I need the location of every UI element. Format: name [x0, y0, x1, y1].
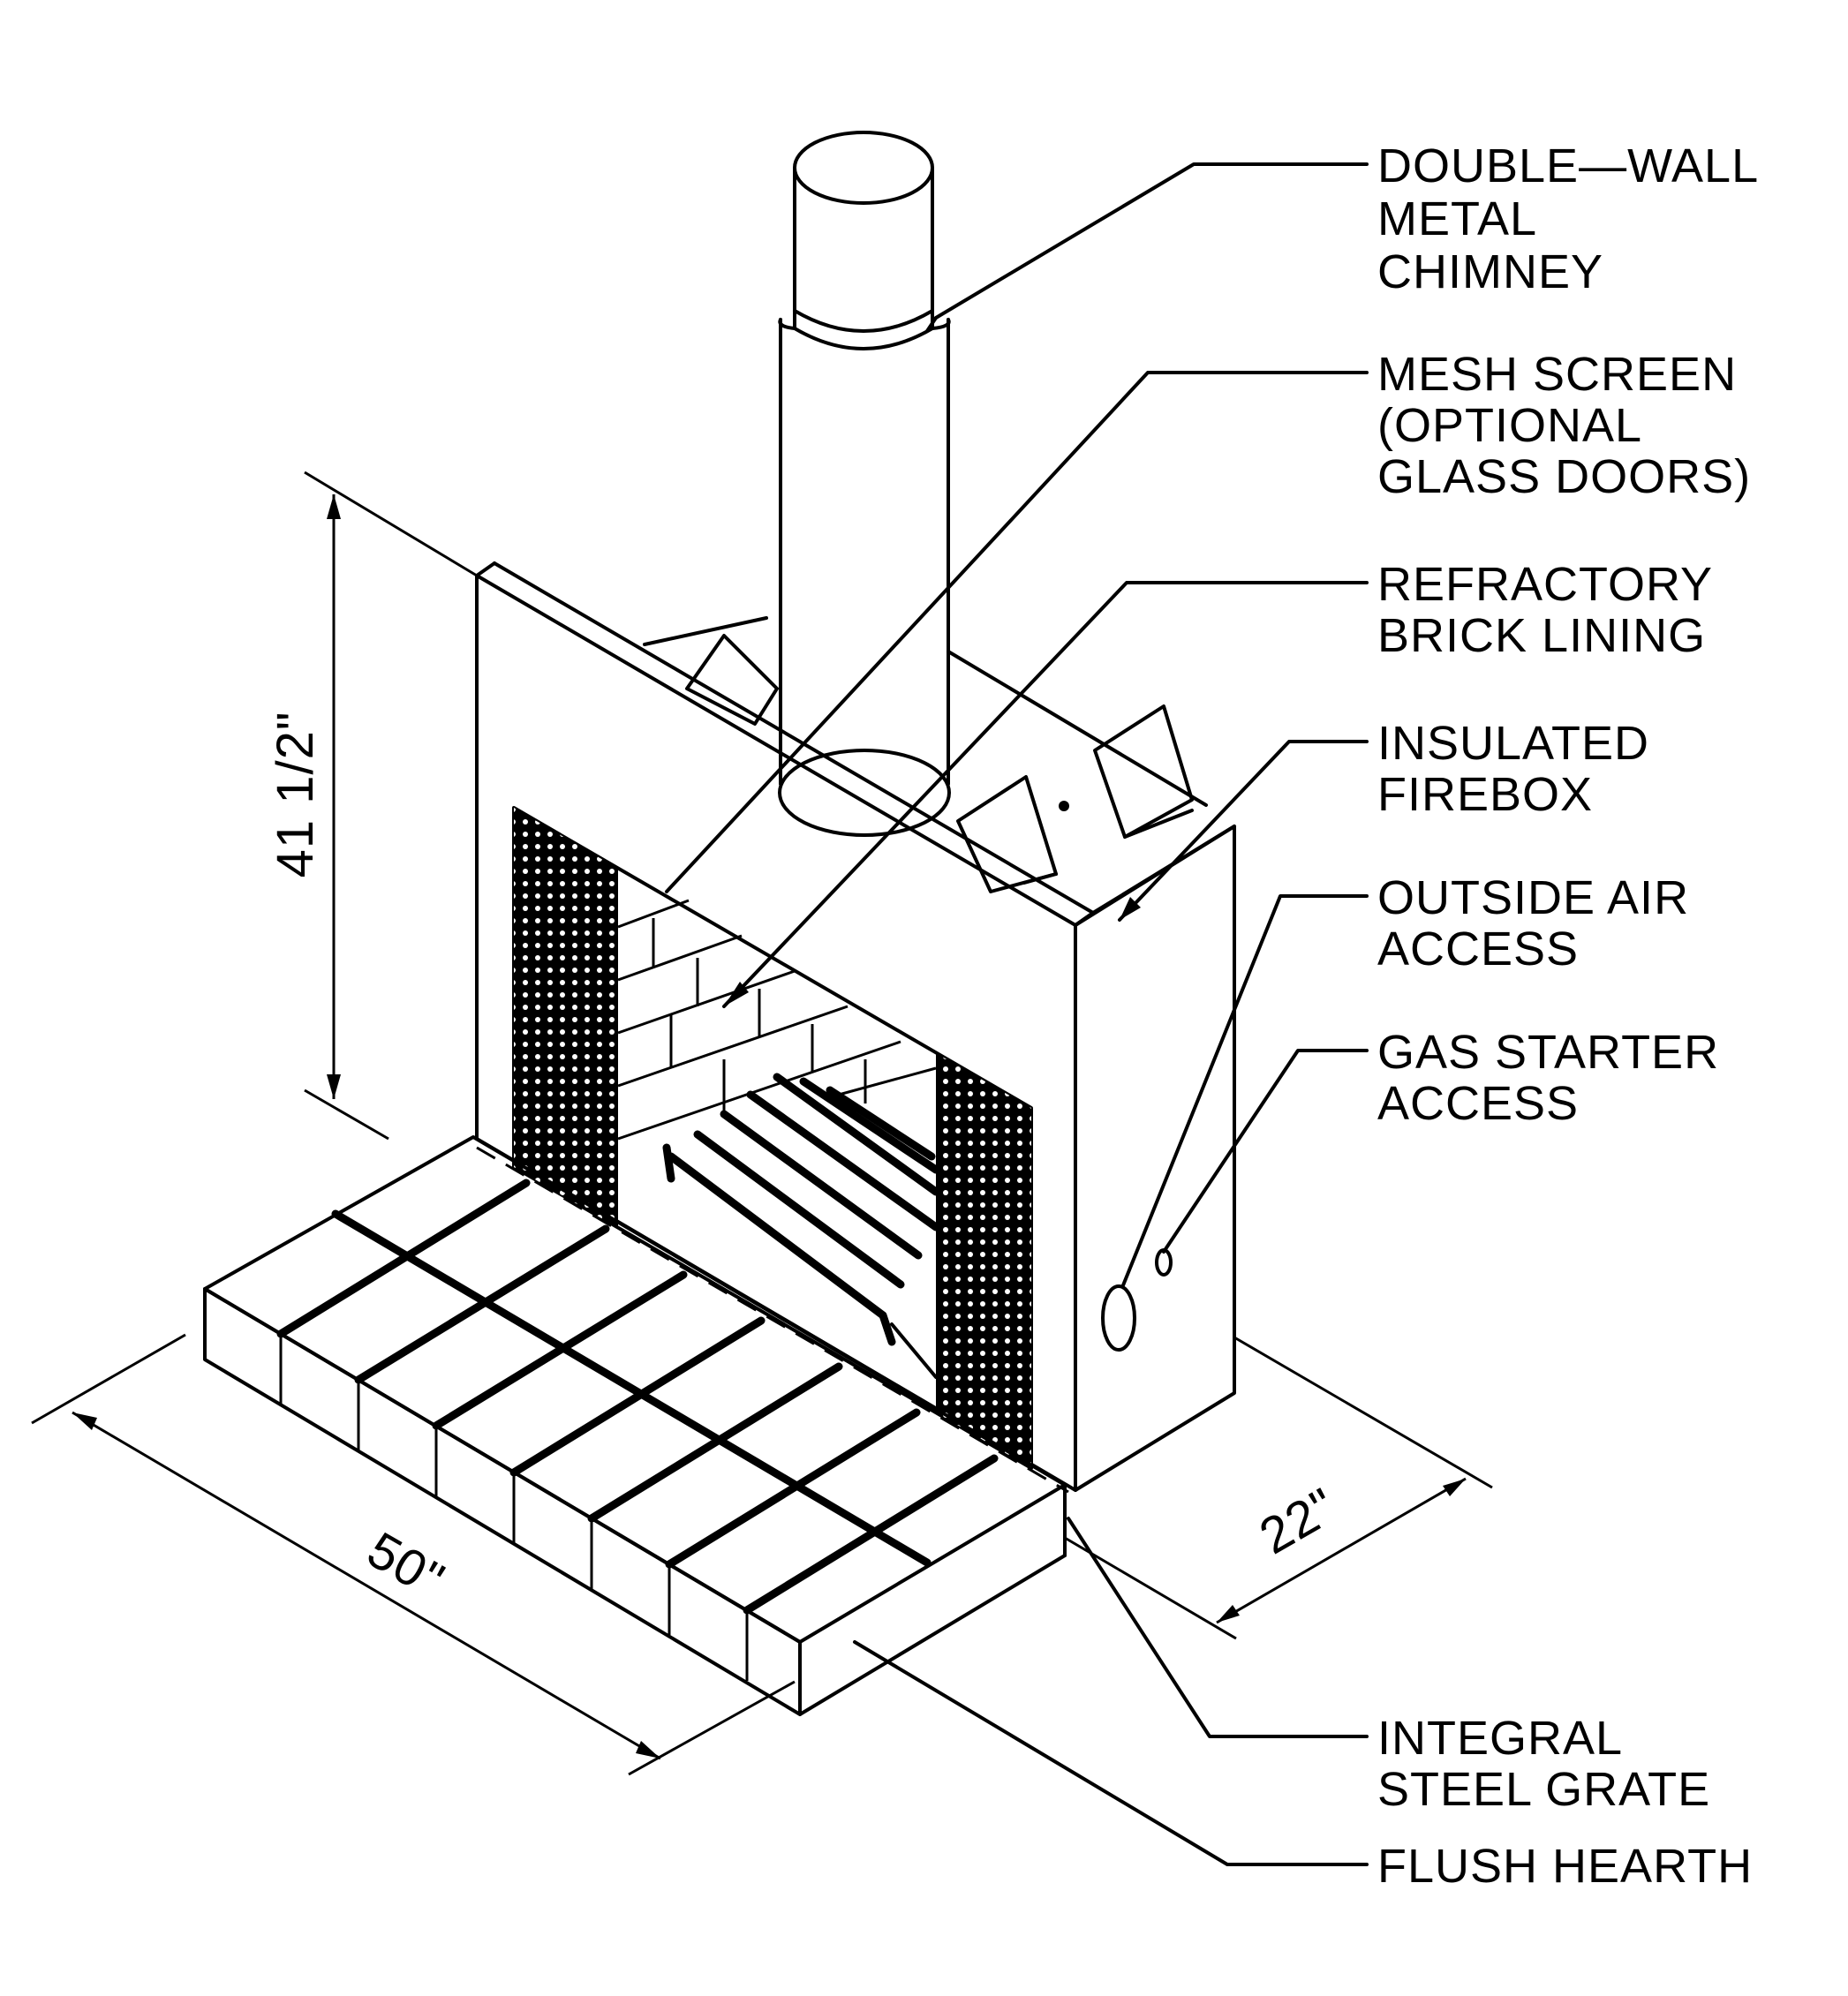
callout-grate-line-1: INTEGRAL	[1377, 1712, 1623, 1765]
callout-gas-line-1: GAS STARTER	[1377, 1026, 1719, 1079]
dimension-depth-label: 22"	[1250, 1477, 1346, 1565]
callout-chimney-line-3: CHIMNEY	[1377, 245, 1603, 298]
callout-brick-line-1: REFRACTORY	[1377, 558, 1713, 611]
firebox-top	[643, 616, 1208, 893]
dimension-height-label: 41 1/2"	[267, 712, 324, 878]
callout-screen-line-1: MESH SCREEN	[1377, 348, 1737, 401]
firebox-side-face	[1074, 825, 1236, 1492]
mesh-screen-right	[936, 1053, 1031, 1468]
callout-insulated-firebox: INSULATED FIREBOX	[1377, 717, 1649, 821]
callout-air-line-1: OUTSIDE AIR	[1377, 871, 1689, 924]
callout-flush-hearth: FLUSH HEARTH	[1377, 1840, 1753, 1893]
callout-chimney-line-1: DOUBLE—WALL	[1377, 139, 1759, 192]
callout-grate-line-2: STEEL GRATE	[1377, 1763, 1710, 1816]
mesh-screen-left	[514, 808, 618, 1228]
callout-air-line-2: ACCESS	[1377, 923, 1579, 975]
leader-lines	[665, 162, 1369, 1866]
callout-integral-steel-grate: INTEGRAL STEEL GRATE	[1377, 1712, 1710, 1816]
chimney	[778, 131, 951, 837]
dimension-depth: 22"	[1064, 1336, 1493, 1640]
callout-hearth-line-1: FLUSH HEARTH	[1377, 1840, 1753, 1893]
flush-hearth	[203, 1135, 1069, 1716]
callout-mesh-screen: MESH SCREEN (OPTIONAL GLASS DOORS)	[1377, 348, 1751, 503]
callout-brick-lining: REFRACTORY BRICK LINING	[1377, 558, 1713, 662]
hearth-joints	[276, 1179, 999, 1681]
dimension-height: 41 1/2"	[267, 471, 478, 1141]
firebox-opening	[512, 806, 1033, 1470]
refractory-brick-lining	[617, 899, 937, 1141]
gas-starter-access-port	[1155, 1248, 1173, 1277]
dimension-width-label: 50"	[358, 1521, 454, 1609]
callout-brick-line-2: BRICK LINING	[1377, 609, 1706, 662]
integral-steel-grate	[662, 1073, 940, 1379]
callout-screen-line-2: (OPTIONAL	[1377, 399, 1642, 452]
callout-chimney: DOUBLE—WALL METAL CHIMNEY	[1377, 139, 1759, 298]
callout-firebox-line-2: FIREBOX	[1377, 768, 1593, 821]
callout-gas-line-2: ACCESS	[1377, 1077, 1579, 1130]
callout-outside-air-access: OUTSIDE AIR ACCESS	[1377, 871, 1689, 975]
callout-gas-starter-access: GAS STARTER ACCESS	[1377, 1026, 1719, 1130]
callout-screen-line-3: GLASS DOORS)	[1377, 450, 1751, 503]
outside-air-access-port	[1101, 1284, 1136, 1352]
callout-firebox-line-1: INSULATED	[1377, 717, 1649, 770]
callout-chimney-line-2: METAL	[1377, 192, 1537, 245]
